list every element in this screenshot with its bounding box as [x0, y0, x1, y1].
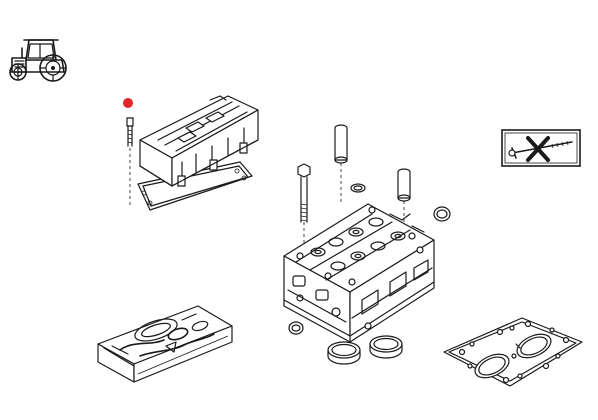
valve-guide [334, 124, 348, 204]
valve-cover [139, 95, 259, 187]
head-bolt [297, 163, 311, 248]
red-dot-marker [123, 98, 133, 108]
expansion-plugs [288, 183, 451, 335]
valve-seat-rings [327, 335, 403, 365]
head-gasket [443, 317, 583, 387]
valve-cover-gasket [137, 161, 253, 211]
crossed-bolt-box [501, 129, 581, 167]
tractor-icon [9, 39, 67, 82]
cover-stud [126, 117, 134, 206]
gasket-kit [97, 305, 233, 383]
cylinder-head [283, 203, 435, 343]
guide-sleeve [397, 168, 411, 222]
